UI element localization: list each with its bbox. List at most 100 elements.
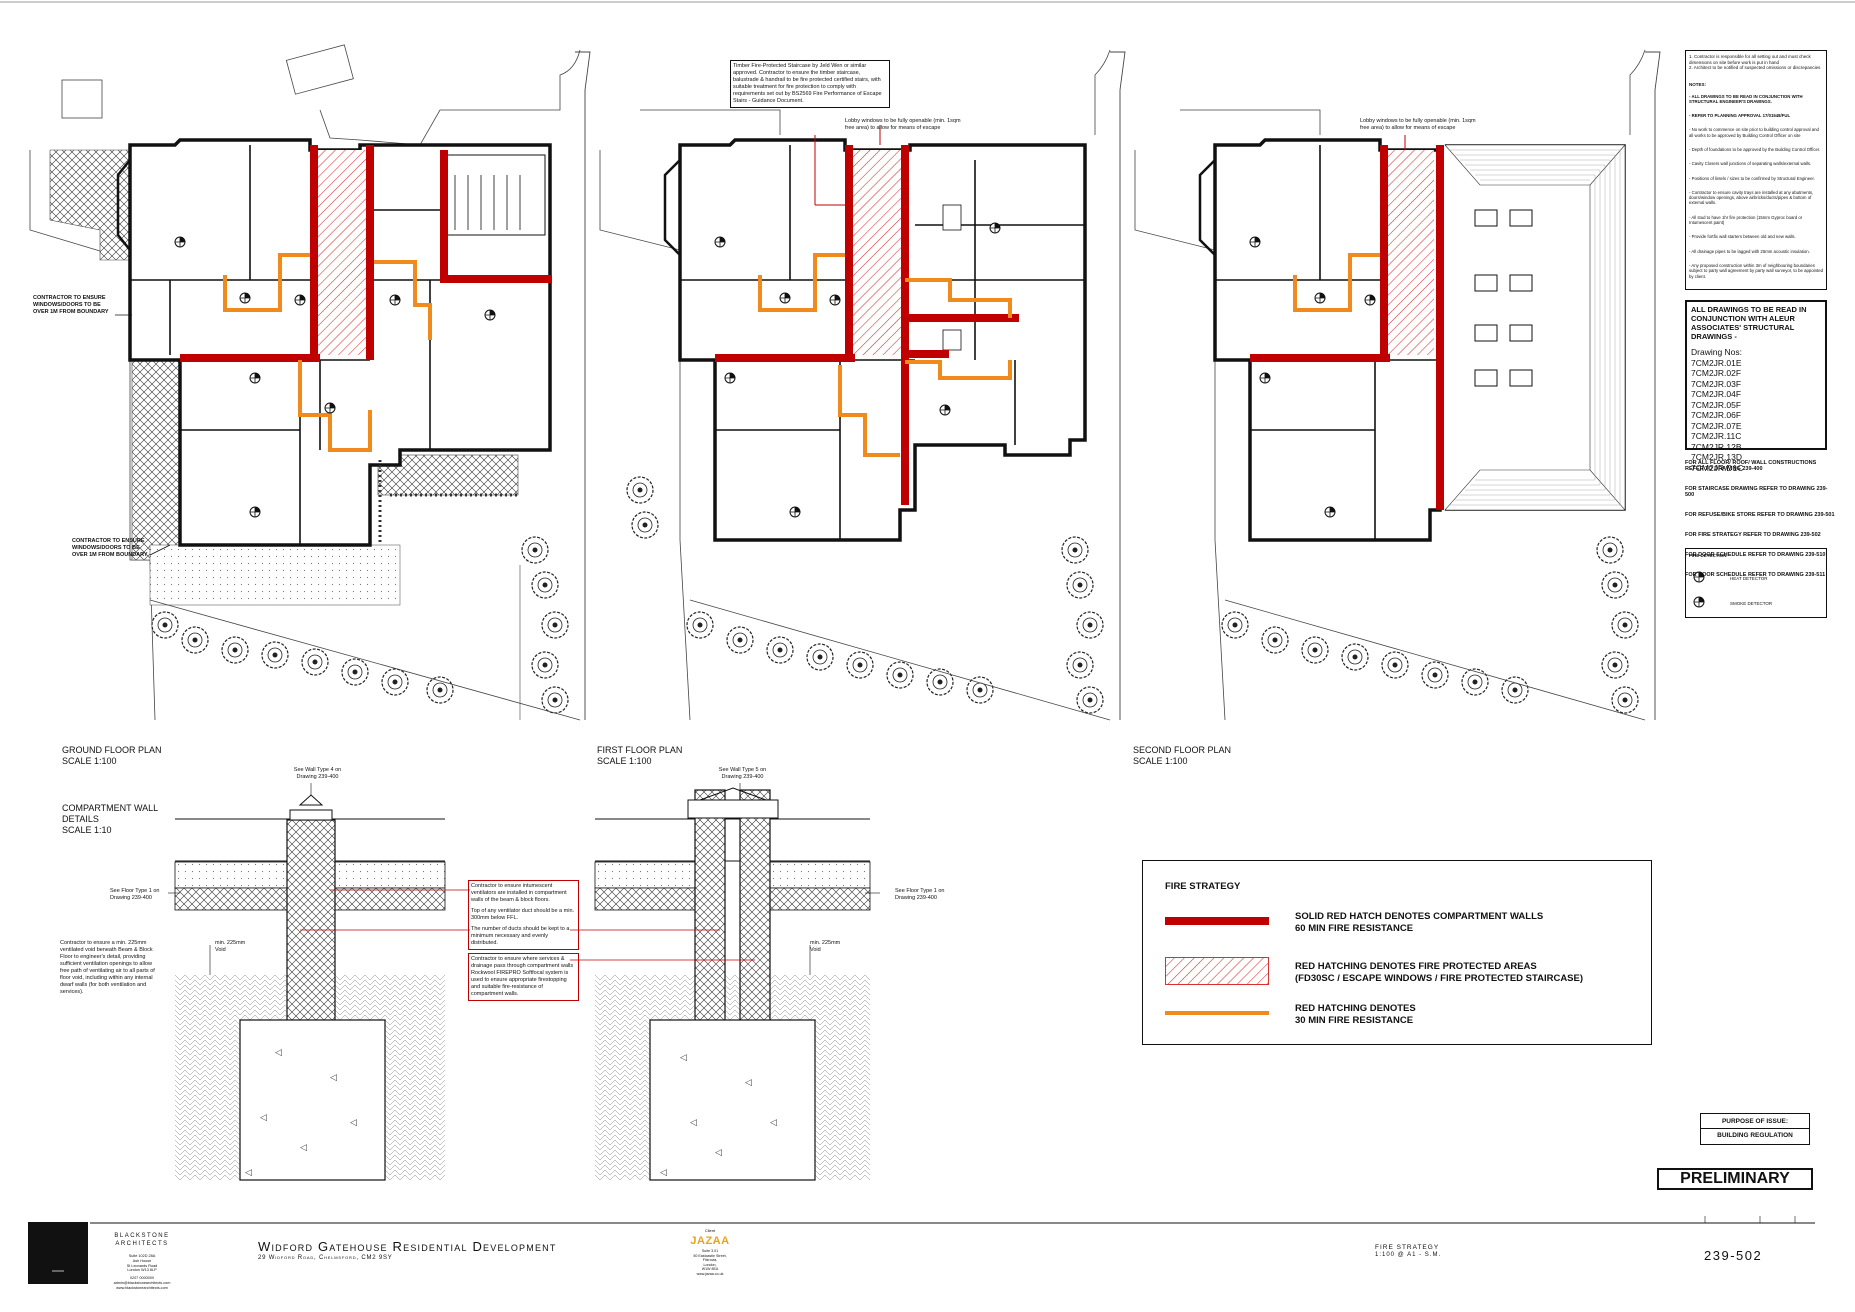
firm-logo-mark — [52, 1270, 64, 1272]
svg-text:◁: ◁ — [245, 1167, 252, 1177]
svg-text:◁: ◁ — [275, 1047, 282, 1057]
ref-item: FOR DOOR SCHEDULE REFER TO DRAWING 239-5… — [1685, 572, 1826, 578]
drawing-no: 7CM2JR.13D — [1691, 452, 1743, 462]
drawing-no: 7CM2JR.01E — [1691, 357, 1742, 368]
top-note-2: 2. Architect to be notified of suspected… — [1689, 65, 1821, 70]
note-item: - ALL DRAWINGS TO BE READ IN CONJUNCTION… — [1689, 93, 1803, 104]
compartment-detail-left: ◁ ◁ ◁ ◁ ◁ ◁ — [174, 794, 446, 1181]
purpose-of-issue-box: PURPOSE OF ISSUE: BUILDING REGULATION — [1700, 1113, 1810, 1145]
drawing-number: 239-502 — [1704, 1248, 1763, 1263]
drawings-heading: ALL DRAWINGS TO BE READ IN CONJUNCTION W… — [1691, 305, 1807, 341]
legend-line1: SOLID RED HATCH DENOTES COMPARTMENT WALL… — [1295, 911, 1544, 922]
drawing-no: 7CM2JR.05F — [1691, 399, 1742, 410]
project-info: Widford Gatehouse Residential Developmen… — [258, 1239, 658, 1261]
svg-text:◁: ◁ — [770, 1117, 777, 1127]
client-label: Client — [704, 1228, 716, 1233]
smoke-detector-label: SMOKE DETECTOR — [1730, 601, 1773, 606]
drawing-title: FIRE STRATEGY — [1375, 1244, 1440, 1251]
note-item: - No work to commence on site prior to b… — [1689, 127, 1819, 138]
fire-detection-box: FIRE DETECTION HEAT DETECTOR SMOKE DETEC… — [1685, 548, 1827, 618]
drawing-no: 7CM2JR.02F — [1691, 368, 1742, 378]
firm-line: St Leonards Road — [126, 1263, 158, 1268]
left-floor-ref: See Floor Type 1 on Drawing 239-400 — [110, 888, 160, 901]
notes-list: - ALL DRAWINGS TO BE READ IN CONJUNCTION… — [1689, 94, 1823, 279]
svg-text:◁: ◁ — [260, 1112, 267, 1122]
drawing-no: 7CM2JR.04F — [1691, 389, 1742, 399]
firm-line: admin@blackstonearchitects.com — [113, 1280, 171, 1285]
purpose-heading: PURPOSE OF ISSUE: — [1721, 1118, 1789, 1125]
plan-title: FIRST FLOOR PLAN — [597, 745, 683, 755]
fire-strategy-legend: FIRE STRATEGY SOLID RED HATCH DENOTES CO… — [1142, 860, 1652, 1045]
note-item: - All drainage pipes to be lagged with 2… — [1689, 248, 1810, 254]
note-item: - Any proposed construction within 3m of… — [1689, 262, 1823, 279]
legend-swatch-solid — [1165, 917, 1269, 925]
client-line: Suite 3.01 — [701, 1249, 719, 1253]
firm-name: BLACKSTONE ARCHITECTS — [114, 1233, 170, 1247]
second-floor-plan — [1134, 49, 1661, 721]
notes-heading: NOTES: — [1689, 81, 1707, 87]
svg-text:◁: ◁ — [660, 1167, 667, 1177]
client-line: 50 Eastcastle Street, — [693, 1253, 727, 1258]
ref-item: FOR FIRE STRATEGY REFER TO DRAWING 239-5… — [1685, 532, 1821, 538]
boundary-note-lower: CONTRACTOR TO ENSURE WINDOWS/DOORS TO BE… — [72, 538, 148, 558]
compartment-detail-right: ◁◁◁ ◁◁◁ — [594, 787, 871, 1181]
stamp-text: PRELIMINARY — [1680, 1170, 1790, 1187]
client-logo: JAZAA — [690, 1235, 730, 1247]
svg-text:◁: ◁ — [330, 1072, 337, 1082]
drawing-nos-list: Drawing Nos: 7CM2JR.01E 7CM2JR.02F 7CM2J… — [1691, 347, 1821, 473]
drawing-no: 7CM2JR.12B — [1691, 441, 1742, 452]
firm-line: London W13 8LP — [127, 1268, 157, 1273]
svg-text:◁: ◁ — [300, 1142, 307, 1152]
svg-text:◁: ◁ — [350, 1117, 357, 1127]
drawing-no: 7CM2JR.03F — [1691, 378, 1742, 389]
note-item: - Cavity Closers wall junctions of separ… — [1689, 161, 1812, 167]
boundary-note-upper: CONTRACTOR TO ENSURE WINDOWS/DOORS TO BE… — [33, 295, 109, 315]
plan-title: SECOND FLOOR PLAN — [1133, 745, 1232, 755]
ref-item: FOR REFUSE/BIKE STORE REFER TO DRAWING 2… — [1685, 512, 1835, 518]
first-floor-plan — [599, 49, 1126, 721]
top-notes-box: 1. Contractor is responsible for all set… — [1685, 50, 1827, 290]
legend-text: SOLID RED HATCH DENOTES COMPARTMENT WALL… — [1295, 911, 1543, 935]
plan-title: GROUND FLOOR PLAN — [62, 745, 162, 755]
first-floor-plan-title: FIRST FLOOR PLAN SCALE 1:100 — [597, 745, 682, 767]
intumescent-text: Contractor to ensure intumescent ventila… — [471, 883, 567, 903]
drawing-no: 7CM2JR.11C — [1691, 431, 1742, 441]
plan-scale: SCALE 1:100 — [597, 756, 652, 766]
fire-detection-heading: FIRE DETECTION — [1689, 553, 1727, 558]
drawing-no: 7CM2JR.D1C — [1691, 462, 1744, 473]
vent-note: Contractor to ensure a min. 225mm ventil… — [60, 940, 155, 995]
legend-text: RED HATCHING DENOTES 30 MIN FIRE RESISTA… — [1295, 1003, 1416, 1027]
ground-floor-plan — [29, 44, 591, 721]
drawing-meta: 1:100 @ A1 - S.M. — [1375, 1252, 1442, 1258]
legend-line1: RED HATCHING DENOTES — [1295, 1003, 1416, 1014]
firm-line: www.blackstonearchitects.com — [116, 1285, 168, 1290]
svg-text:◁: ◁ — [715, 1147, 722, 1157]
project-title: Widford Gatehouse Residential Developmen… — [258, 1239, 557, 1254]
left-wall-ref: See Wall Type 4 on Drawing 239-400 — [293, 767, 342, 780]
drawing-no: 7CM2JR.07E — [1691, 420, 1742, 431]
legend-item-protected: RED HATCHING DENOTES FIRE PROTECTED AREA… — [1143, 957, 1651, 991]
legend-swatch-orange — [1165, 1011, 1269, 1015]
client-line: www.jazaa.co.uk — [696, 1271, 724, 1276]
legend-swatch-hatch — [1165, 957, 1269, 985]
client-line: Fitzrovia, — [702, 1258, 718, 1263]
svg-text:◁: ◁ — [745, 1077, 752, 1087]
legend-text: RED HATCHING DENOTES FIRE PROTECTED AREA… — [1295, 961, 1583, 985]
left-void: min. 225mm Void — [215, 940, 246, 953]
details-heading: COMPARTMENT WALL DETAILS — [62, 803, 158, 824]
drawing-no: 7CM2JR.06F — [1691, 410, 1742, 420]
client-line: W1W 8EA — [701, 1267, 719, 1272]
legend-line2: (FD30SC / ESCAPE WINDOWS / FIRE PROTECTE… — [1295, 973, 1584, 984]
drawing-nos-label: Drawing Nos: — [1691, 347, 1743, 357]
second-floor-plan-title: SECOND FLOOR PLAN SCALE 1:100 — [1133, 745, 1231, 767]
note-item: - REFER TO PLANNING APPROVAL 17/01548/FU… — [1689, 113, 1791, 119]
details-scale: SCALE 1:10 — [62, 825, 112, 835]
note-item: - Contractor to ensure cavity trays are … — [1689, 189, 1814, 206]
details-title: COMPARTMENT WALL DETAILS SCALE 1:10 — [62, 803, 182, 836]
structural-drawings-box: ALL DRAWINGS TO BE READ IN CONJUNCTION W… — [1685, 300, 1827, 473]
note-item: - Positions of lintels / sizes to be con… — [1689, 175, 1815, 181]
note-item: - Provide fortfix wall starters between … — [1689, 234, 1796, 240]
ref-item: FOR STAIRCASE DRAWING REFER TO DRAWING 2… — [1685, 486, 1828, 498]
legend-line2: 60 MIN FIRE RESISTANCE — [1295, 923, 1414, 934]
preliminary-stamp: PRELIMINARY — [1657, 1168, 1813, 1190]
